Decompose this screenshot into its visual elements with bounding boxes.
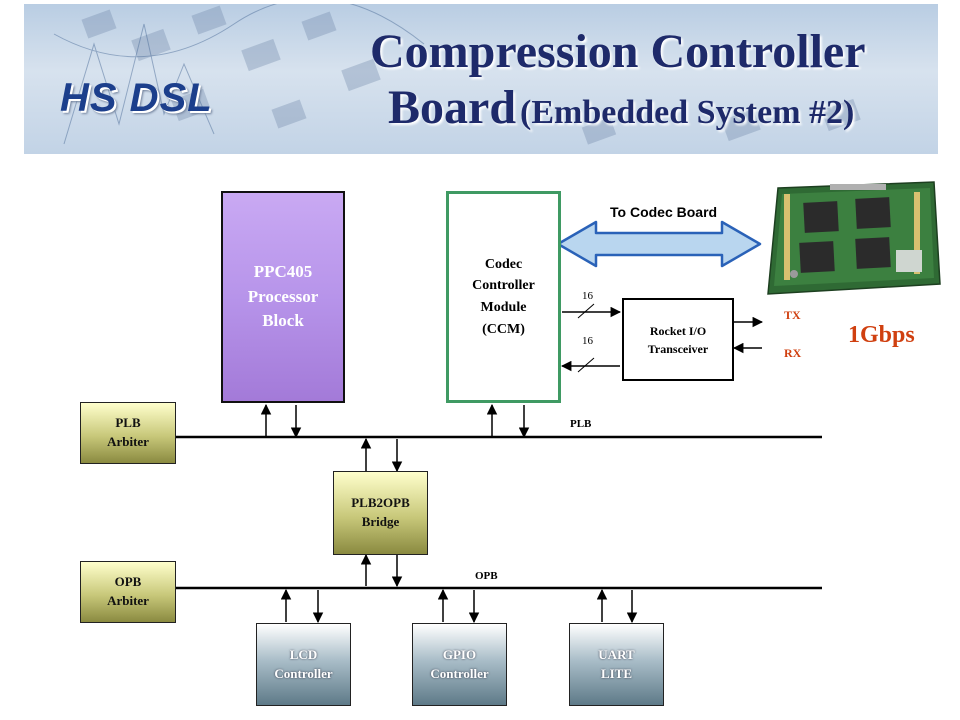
plb2opb-label: PLB2OPB Bridge xyxy=(351,495,410,529)
banner-background-pattern xyxy=(53,4,861,145)
ppc405-processor-block: PPC405 Processor Block xyxy=(221,191,345,403)
plb2opb-bridge: PLB2OPB Bridge xyxy=(333,471,428,555)
plb-arbiter-label: PLB Arbiter xyxy=(107,415,149,449)
bus-width-slash-bottom xyxy=(577,357,595,373)
tx-label: TX xyxy=(784,308,801,322)
gpio-controller: GPIO Controller xyxy=(412,623,507,706)
gpio-label: GPIO Controller xyxy=(430,646,489,681)
hsdsl-logo: HS DSL xyxy=(60,76,213,120)
title-banner: HS DSL xyxy=(24,4,938,154)
page-title-board: Board xyxy=(388,81,517,134)
opb-arbiter-label: OPB Arbiter xyxy=(107,574,149,608)
lcd-label: LCD Controller xyxy=(274,646,333,681)
rocket-io-label: Rocket I/O Transceiver xyxy=(647,323,709,356)
plb-bus-label: PLB xyxy=(570,418,592,430)
speed-label: 1Gbps xyxy=(848,322,915,348)
codec-board-photo xyxy=(767,181,941,295)
bus-width-slash-top xyxy=(577,303,595,319)
lcd-controller: LCD Controller xyxy=(256,623,351,706)
page-title-subtitle: (Embedded System #2) xyxy=(520,94,855,131)
opb-arbiter: OPB Arbiter xyxy=(80,561,176,623)
rx-label: RX xyxy=(784,346,802,360)
rocket-io-transceiver: Rocket I/O Transceiver xyxy=(622,298,734,381)
ppc405-label: PPC405 Processor Block xyxy=(247,262,319,331)
bus-width-bottom: 16 xyxy=(582,335,593,347)
page-title-line2: Board (Embedded System #2) xyxy=(388,80,854,135)
uart-lite: UART LITE xyxy=(569,623,664,706)
uart-label: UART LITE xyxy=(598,646,635,681)
to-codec-board-double-arrow xyxy=(556,220,762,268)
codec-controller-module: Codec Controller Module (CCM) xyxy=(446,191,561,403)
bus-width-top: 16 xyxy=(582,290,593,302)
page-title-line1: Compression Controller xyxy=(370,25,866,78)
opb-bus-label: OPB xyxy=(475,570,498,582)
plb-arbiter: PLB Arbiter xyxy=(80,402,176,464)
to-codec-board-label: To Codec Board xyxy=(610,204,718,220)
ccm-label: Codec Controller Module (CCM) xyxy=(472,256,535,337)
